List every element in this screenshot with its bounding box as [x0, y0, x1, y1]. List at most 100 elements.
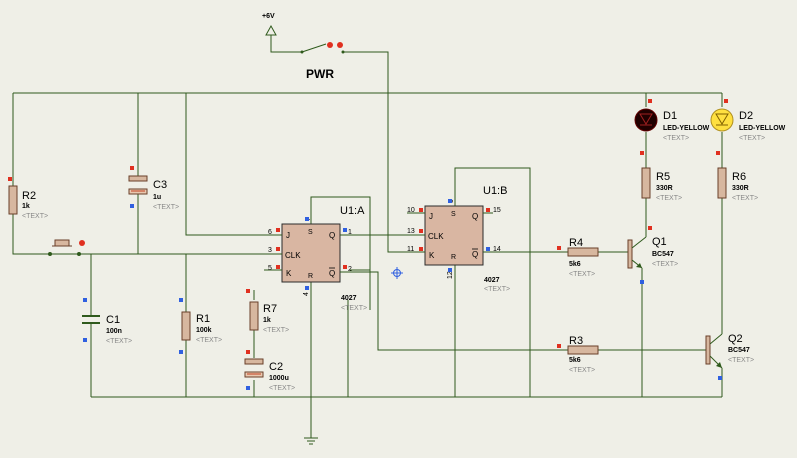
- u1a-placeholder: <TEXT>: [341, 305, 367, 312]
- c3-ref: C3: [153, 179, 167, 191]
- wires: [12, 35, 723, 438]
- u1a-pin-qbar: 2: [348, 266, 352, 273]
- d1-placeholder: <TEXT>: [739, 135, 765, 142]
- q1-placeholder: <TEXT>: [652, 261, 678, 268]
- r6-ref: R6: [732, 171, 746, 183]
- r7-placeholder: <TEXT>: [263, 327, 289, 334]
- d2-placeholder: <TEXT>: [663, 135, 689, 142]
- q1-value: BC547: [652, 251, 674, 258]
- transistor-q1[interactable]: Q1 BC547 <TEXT>: [627, 226, 678, 284]
- u1b-q-label: Q: [472, 212, 478, 221]
- u1b-placeholder: <TEXT>: [484, 286, 510, 293]
- c2-ref: C2: [269, 361, 283, 373]
- r3-ref: R3: [569, 335, 583, 347]
- u1a-r-label: R: [308, 273, 313, 280]
- u1a-s-label: S: [308, 229, 313, 236]
- supply-label: +6V: [262, 13, 275, 20]
- u1a-clk-label: CLK: [285, 251, 301, 260]
- q2-ref: Q2: [728, 333, 743, 345]
- u1a-type: 4027: [341, 295, 357, 302]
- c2-value: 1000u: [269, 375, 289, 382]
- q2-value: BC547: [728, 347, 750, 354]
- ground-icon: [304, 437, 318, 445]
- r5-ref: R5: [656, 171, 670, 183]
- u1b-pin-qbar: 14: [493, 246, 501, 253]
- u1b-qbar-label: Q: [472, 250, 478, 259]
- chip-u1a[interactable]: J CLK K Q Q S R 6 3 5 1 2 7 4 U1:A 4027 …: [268, 205, 367, 312]
- r2-placeholder: <TEXT>: [22, 213, 48, 220]
- chip-u1b[interactable]: J CLK K Q Q S R 10 13 11 15 14 9 12 U1:B…: [407, 185, 510, 293]
- capacitor-c2[interactable]: C2 1000u <TEXT>: [244, 350, 295, 392]
- u1a-pin-k: 5: [268, 265, 272, 272]
- resistor-r2[interactable]: R2 1k <TEXT>: [8, 177, 48, 220]
- power-arrow-icon: [265, 24, 277, 36]
- r4-ref: R4: [569, 237, 583, 249]
- u1a-pin-r: 4: [303, 292, 310, 296]
- r6-value: 330R: [732, 185, 749, 192]
- u1b-pin-j: 10: [407, 207, 415, 214]
- q2-placeholder: <TEXT>: [728, 357, 754, 364]
- u1b-pin-q: 15: [493, 207, 501, 214]
- r3-value: 5k6: [569, 357, 581, 364]
- u1a-ref: U1:A: [340, 205, 365, 217]
- c1-value: 100n: [106, 328, 122, 335]
- resistor-r6[interactable]: R6 330R <TEXT>: [716, 151, 758, 202]
- supply-terminal: +6V: [262, 13, 277, 36]
- r1-value: 100k: [196, 327, 212, 334]
- u1b-pin-k: 11: [407, 246, 414, 253]
- crosshair-icon: [391, 267, 403, 279]
- r7-value: 1k: [263, 317, 271, 324]
- switch-label: PWR: [306, 67, 334, 81]
- d1-value: LED-YELLOW: [739, 125, 786, 132]
- d1-ref: D2: [739, 110, 753, 122]
- u1a-pin-clk: 3: [268, 247, 272, 254]
- u1b-type: 4027: [484, 277, 500, 284]
- push-button[interactable]: [48, 239, 85, 256]
- r1-ref: R1: [196, 313, 210, 325]
- u1a-pin-q: 1: [348, 229, 352, 236]
- led-d1[interactable]: D2 LED-YELLOW <TEXT>: [710, 99, 786, 142]
- r7-ref: R7: [263, 303, 277, 315]
- r2-value: 1k: [22, 203, 30, 210]
- u1b-r-label: R: [451, 254, 456, 261]
- u1b-k-label: K: [429, 251, 435, 260]
- capacitor-c3[interactable]: C3 1u <TEXT>: [128, 166, 179, 211]
- r6-placeholder: <TEXT>: [732, 195, 758, 202]
- u1a-qbar-label: Q: [329, 269, 335, 278]
- d2-value: LED-YELLOW: [663, 125, 710, 132]
- c3-placeholder: <TEXT>: [153, 204, 179, 211]
- resistor-r1[interactable]: R1 100k <TEXT>: [179, 298, 222, 354]
- r4-value: 5k6: [569, 261, 581, 268]
- r5-placeholder: <TEXT>: [656, 195, 682, 202]
- resistor-r7[interactable]: R7 1k <TEXT>: [246, 289, 289, 334]
- pwr-switch[interactable]: PWR: [300, 42, 345, 81]
- u1a-k-label: K: [286, 269, 292, 278]
- c1-ref: C1: [106, 314, 120, 326]
- c1-placeholder: <TEXT>: [106, 338, 132, 345]
- led-d2[interactable]: D1 LED-YELLOW <TEXT>: [634, 99, 710, 142]
- u1b-clk-label: CLK: [428, 232, 444, 241]
- capacitor-c1[interactable]: C1 100n <TEXT>: [82, 298, 132, 345]
- r5-value: 330R: [656, 185, 673, 192]
- r4-placeholder: <TEXT>: [569, 271, 595, 278]
- d2-ref: D1: [663, 110, 677, 122]
- r3-placeholder: <TEXT>: [569, 367, 595, 374]
- u1a-pin-j: 6: [268, 229, 272, 236]
- resistor-r5[interactable]: R5 330R <TEXT>: [640, 151, 682, 202]
- resistor-r4[interactable]: R4 5k6 <TEXT>: [557, 237, 599, 278]
- r1-placeholder: <TEXT>: [196, 337, 222, 344]
- u1b-pin-r: 12: [447, 271, 454, 279]
- c2-placeholder: <TEXT>: [269, 385, 295, 392]
- transistor-q2[interactable]: Q2 BC547 <TEXT>: [705, 333, 754, 380]
- u1a-j-label: J: [286, 231, 290, 240]
- u1b-ref: U1:B: [483, 185, 507, 197]
- c3-value: 1u: [153, 194, 161, 201]
- u1a-q-label: Q: [329, 231, 335, 240]
- u1b-pin-clk: 13: [407, 228, 415, 235]
- q1-ref: Q1: [652, 236, 667, 248]
- u1b-j-label: J: [429, 212, 433, 221]
- resistor-r3[interactable]: R3 5k6 <TEXT>: [557, 335, 599, 374]
- u1b-s-label: S: [451, 211, 456, 218]
